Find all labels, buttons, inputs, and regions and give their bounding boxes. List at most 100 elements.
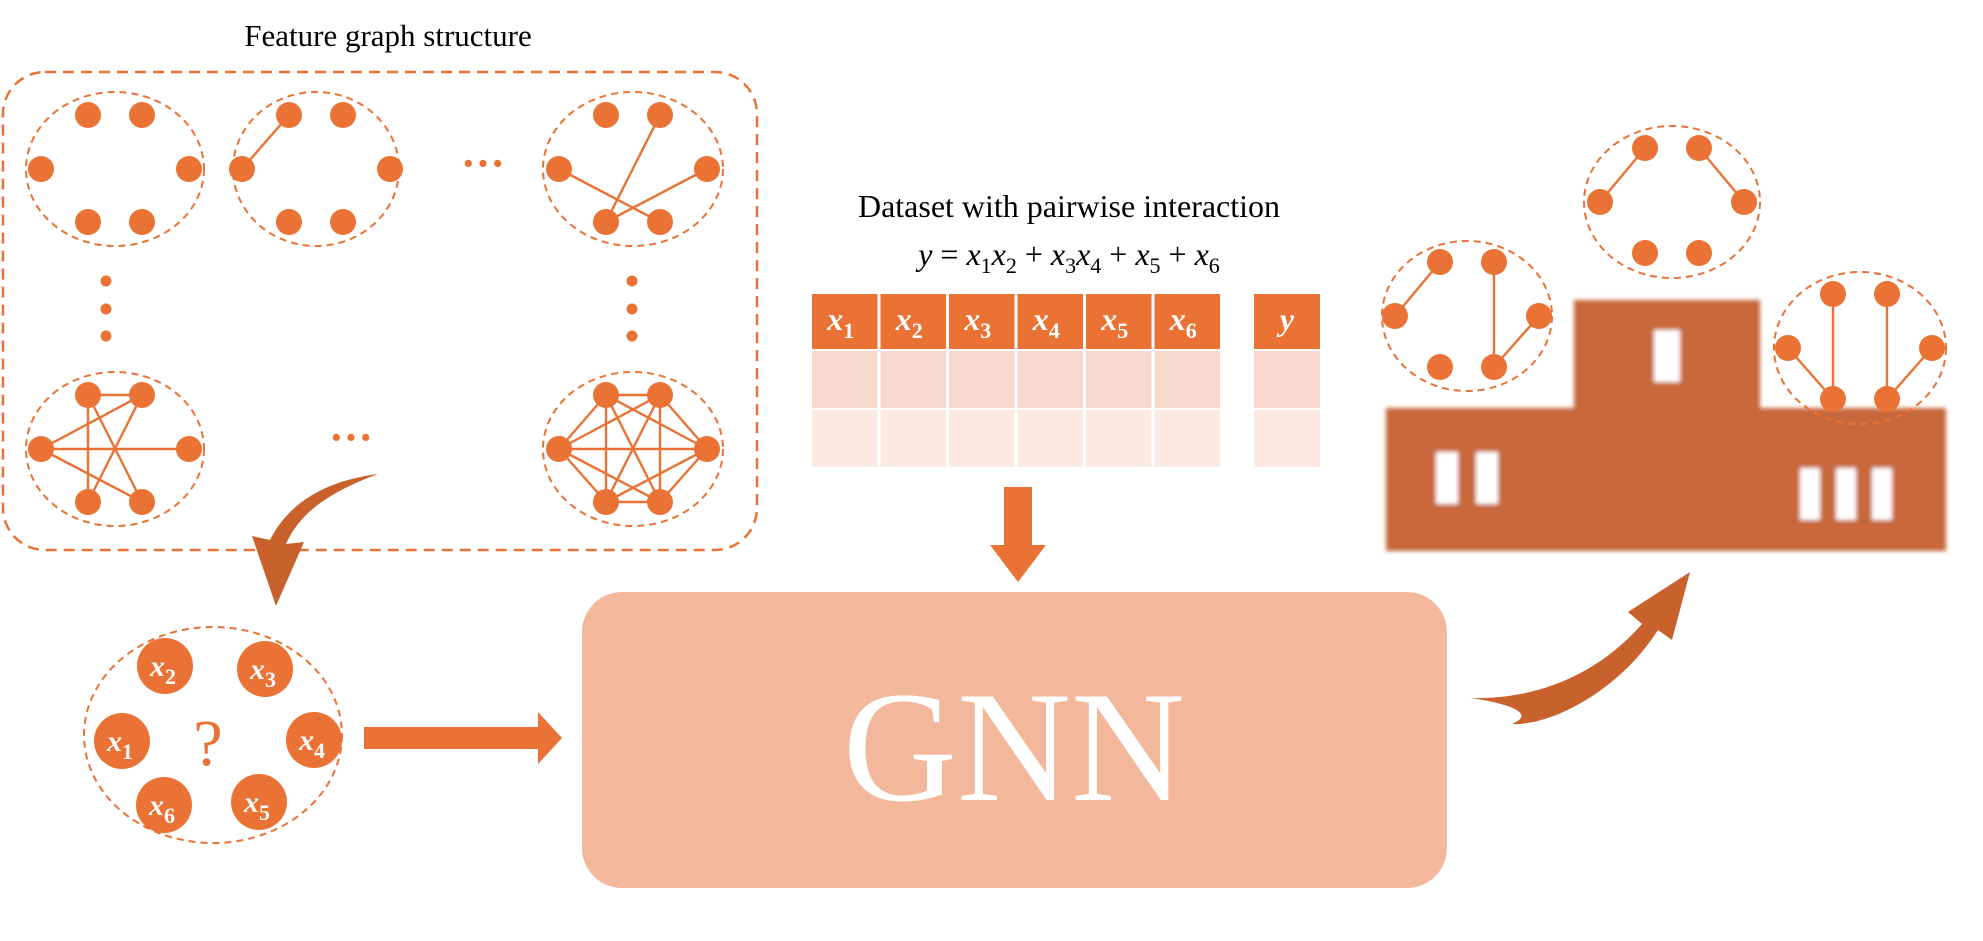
query-node-label: x2 bbox=[149, 650, 176, 689]
query-node-label: x5 bbox=[243, 786, 270, 825]
dataset-section: Dataset with pairwise interaction y = x1… bbox=[812, 188, 1320, 467]
feature-graph-three-edges bbox=[542, 91, 724, 247]
graph-node bbox=[229, 156, 255, 182]
graph-node bbox=[1919, 335, 1945, 361]
query-node-label: x6 bbox=[148, 789, 175, 828]
graph-node bbox=[1775, 335, 1801, 361]
table-cell bbox=[1086, 351, 1152, 408]
graph-edge bbox=[558, 393, 661, 451]
table-cell bbox=[880, 351, 946, 408]
result-graph-right-ellipse bbox=[1773, 271, 1947, 425]
feature-graph-empty-ellipse bbox=[25, 91, 205, 247]
graph-node bbox=[1632, 240, 1658, 266]
arrow-right-icon bbox=[364, 712, 562, 764]
graph-node bbox=[694, 436, 720, 462]
query-node-label: x3 bbox=[249, 653, 276, 692]
graph-node bbox=[129, 489, 155, 515]
table-header-x6: x6 bbox=[1154, 294, 1220, 349]
graph-node bbox=[129, 209, 155, 235]
graph-node bbox=[1632, 135, 1658, 161]
graph-node bbox=[593, 209, 619, 235]
feature-graph-panel: Feature graph structure ··· ··· bbox=[1, 18, 759, 552]
table-cell bbox=[812, 410, 878, 467]
graph-node bbox=[1874, 281, 1900, 307]
table-cell bbox=[1154, 410, 1220, 467]
graph-node bbox=[694, 156, 720, 182]
svg-text:x3: x3 bbox=[963, 301, 991, 343]
svg-text:x5: x5 bbox=[1100, 301, 1128, 343]
graph-edge bbox=[558, 167, 661, 224]
svg-text:x2: x2 bbox=[895, 301, 923, 343]
graph-node bbox=[75, 209, 101, 235]
svg-text:y: y bbox=[1276, 301, 1295, 337]
unknown-structure-mark: ? bbox=[193, 707, 222, 780]
feature-graph-complete-ellipse bbox=[542, 371, 724, 527]
graph-node bbox=[1481, 249, 1507, 275]
table-header-x5: x5 bbox=[1086, 294, 1152, 349]
feature-graph-frame bbox=[1, 70, 759, 552]
dataset-table: x1 x2 x3 x4 x5 x6 y bbox=[812, 294, 1320, 467]
graph-node bbox=[546, 436, 572, 462]
graph-node bbox=[75, 489, 101, 515]
graph-node bbox=[1686, 240, 1712, 266]
table-cell bbox=[1254, 410, 1320, 467]
graph-node bbox=[1820, 386, 1846, 412]
query-node-label: x1 bbox=[106, 725, 133, 764]
arrow-down-icon bbox=[990, 487, 1046, 582]
feature-graph-one-edge-ellipse bbox=[232, 91, 400, 247]
graph-node bbox=[593, 489, 619, 515]
feature-graph-empty bbox=[25, 91, 205, 247]
gnn-model-box: GNN bbox=[582, 592, 1447, 888]
query-graph-ellipse bbox=[83, 626, 343, 844]
table-header-y: y bbox=[1254, 294, 1320, 349]
dataset-equation: y = x1​x2​ + x3​x4​ + x5​ + x6​ bbox=[915, 236, 1220, 278]
horizontal-ellipsis-bottom: ··· bbox=[329, 413, 373, 462]
query-node-x5: x5 bbox=[231, 774, 287, 830]
graph-edge bbox=[40, 447, 143, 504]
result-graph-right bbox=[1773, 271, 1947, 425]
graph-node bbox=[28, 156, 54, 182]
graph-node bbox=[28, 436, 54, 462]
result-graphs bbox=[1381, 125, 1947, 425]
dataset-title: Dataset with pairwise interaction bbox=[858, 188, 1280, 224]
graph-node bbox=[330, 102, 356, 128]
podium-icon bbox=[1386, 300, 1946, 551]
graph-node bbox=[1382, 303, 1408, 329]
result-graph-top-ellipse bbox=[1583, 125, 1761, 279]
graph-edge bbox=[605, 393, 708, 451]
table-header-x4: x4 bbox=[1017, 294, 1083, 349]
curved-arrow-up-icon bbox=[1470, 572, 1690, 725]
graph-edge bbox=[40, 393, 143, 451]
graph-node bbox=[276, 102, 302, 128]
graph-node bbox=[647, 382, 673, 408]
table-header-x1: x1 bbox=[812, 294, 878, 349]
table-cell bbox=[1017, 410, 1083, 467]
table-cell bbox=[1254, 351, 1320, 408]
graph-node bbox=[129, 102, 155, 128]
query-node-x3: x3 bbox=[237, 641, 293, 697]
table-cell bbox=[949, 351, 1015, 408]
graph-node bbox=[1686, 135, 1712, 161]
graph-edge bbox=[604, 114, 662, 223]
graph-node bbox=[546, 156, 572, 182]
graph-node bbox=[330, 209, 356, 235]
table-cell bbox=[1017, 351, 1083, 408]
table-cell bbox=[1154, 351, 1220, 408]
graph-node bbox=[1427, 249, 1453, 275]
graph-node bbox=[75, 102, 101, 128]
table-header-x2: x2 bbox=[880, 294, 946, 349]
graph-node bbox=[1587, 189, 1613, 215]
table-cell bbox=[1086, 410, 1152, 467]
feature-graph-title: Feature graph structure bbox=[244, 18, 532, 53]
graph-node bbox=[1427, 354, 1453, 380]
graph-node bbox=[593, 102, 619, 128]
graph-edge bbox=[605, 167, 708, 224]
graph-node bbox=[647, 102, 673, 128]
svg-text:x6: x6 bbox=[1169, 301, 1197, 343]
query-node-x6: x6 bbox=[136, 777, 192, 833]
feature-graph-complete bbox=[542, 371, 724, 527]
graph-node bbox=[176, 156, 202, 182]
vertical-ellipsis-left bbox=[100, 275, 112, 342]
graph-node bbox=[647, 489, 673, 515]
